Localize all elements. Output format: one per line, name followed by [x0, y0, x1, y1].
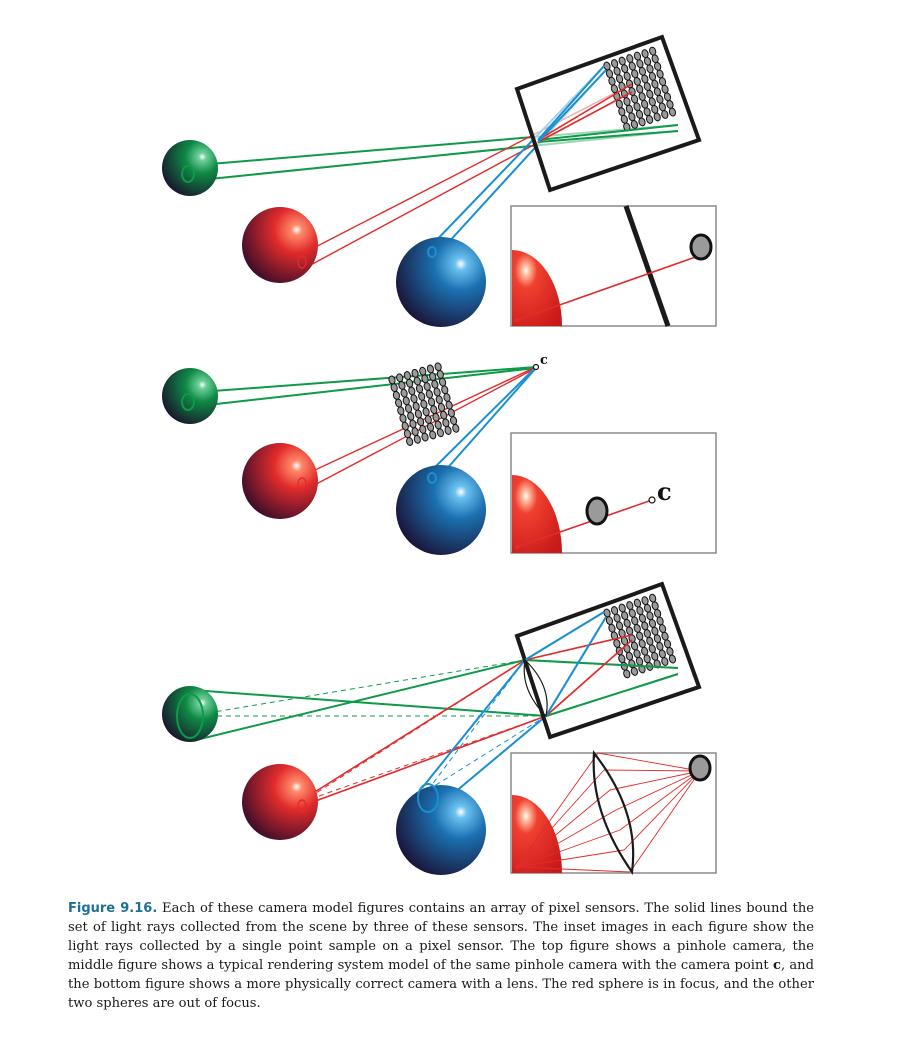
inset-camera-point-label: c [657, 477, 672, 506]
blue-sphere [396, 237, 486, 327]
blue-sphere [396, 465, 486, 555]
figure-label: Figure 9.16. [68, 901, 158, 916]
panel-top-pinhole [162, 34, 717, 327]
green-sphere [162, 368, 218, 424]
pixel-sensor-array [387, 361, 461, 447]
red-sphere [242, 443, 318, 519]
inset-top [510, 205, 717, 327]
green-sphere [162, 686, 218, 742]
caption-text-2: , and the bottom figure shows a more phy… [68, 958, 814, 1011]
dashed-ray-bundle [189, 659, 547, 803]
panel-middle-camera-point: c c [162, 353, 717, 555]
panel-bottom-lens [162, 581, 717, 875]
lens [523, 658, 548, 718]
figure-caption: Figure 9.16. Each of these camera model … [68, 899, 814, 1013]
blue-sphere [396, 785, 486, 875]
green-ray-bundle [185, 366, 537, 408]
camera-point [532, 363, 540, 371]
green-sphere [162, 140, 218, 196]
red-sphere [242, 764, 318, 840]
camera-point-label: c [540, 353, 548, 368]
inset-bottom [510, 750, 717, 875]
caption-point: c [772, 958, 781, 973]
camera-model-figure: c c [162, 34, 717, 875]
red-sphere [242, 207, 318, 283]
caption-text-1: Each of these camera model figures conta… [68, 901, 814, 973]
blue-ray-bundle [427, 366, 537, 482]
inset-middle: c [510, 432, 717, 554]
